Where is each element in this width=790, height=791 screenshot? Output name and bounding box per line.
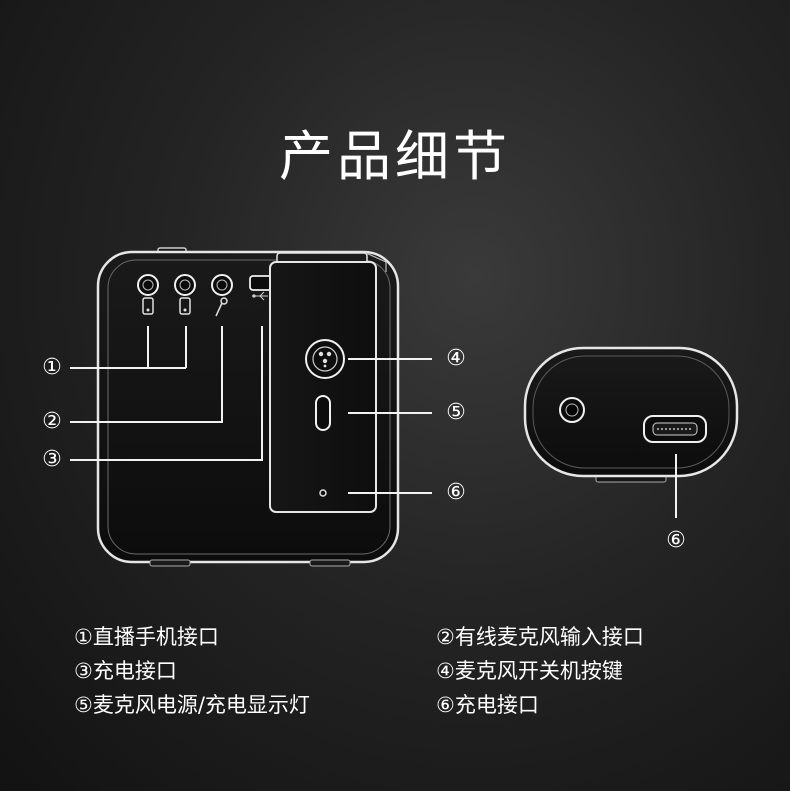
- audio-jack: [559, 397, 585, 423]
- marker-5: ⑤: [446, 400, 466, 425]
- speaker-side-view: [523, 346, 739, 483]
- marker-2: ②: [42, 409, 62, 434]
- power-button-icon: [318, 351, 332, 368]
- leader-lines-left: [70, 326, 263, 461]
- marker-4: ④: [446, 346, 466, 371]
- marker-1: ①: [42, 355, 62, 380]
- marker-3: ③: [42, 447, 62, 472]
- legend-item-5: ⑤麦克风电源/充电显示灯: [74, 693, 310, 717]
- legend-item-2: ②有线麦克风输入接口: [436, 625, 644, 649]
- legend-item-6: ⑥充电接口: [436, 693, 539, 717]
- micro-usb-port: [643, 415, 707, 443]
- phone-port-2: [174, 274, 196, 315]
- phone-port-1: [137, 274, 159, 315]
- page-title: 产品细节: [279, 125, 511, 188]
- microphone-module: [269, 252, 387, 513]
- mic-input-port: [211, 274, 233, 317]
- leader-lines-right: [348, 358, 432, 494]
- microphone-icon: [215, 297, 228, 317]
- legend-item-4: ④麦克风开关机按键: [436, 659, 623, 683]
- marker-6: ⑥: [446, 480, 466, 505]
- legend-item-3: ③充电接口: [74, 659, 177, 683]
- legend-item-1: ①直播手机接口: [74, 625, 219, 649]
- marker-6-side: ⑥: [666, 528, 686, 553]
- usb-icon: [252, 291, 268, 301]
